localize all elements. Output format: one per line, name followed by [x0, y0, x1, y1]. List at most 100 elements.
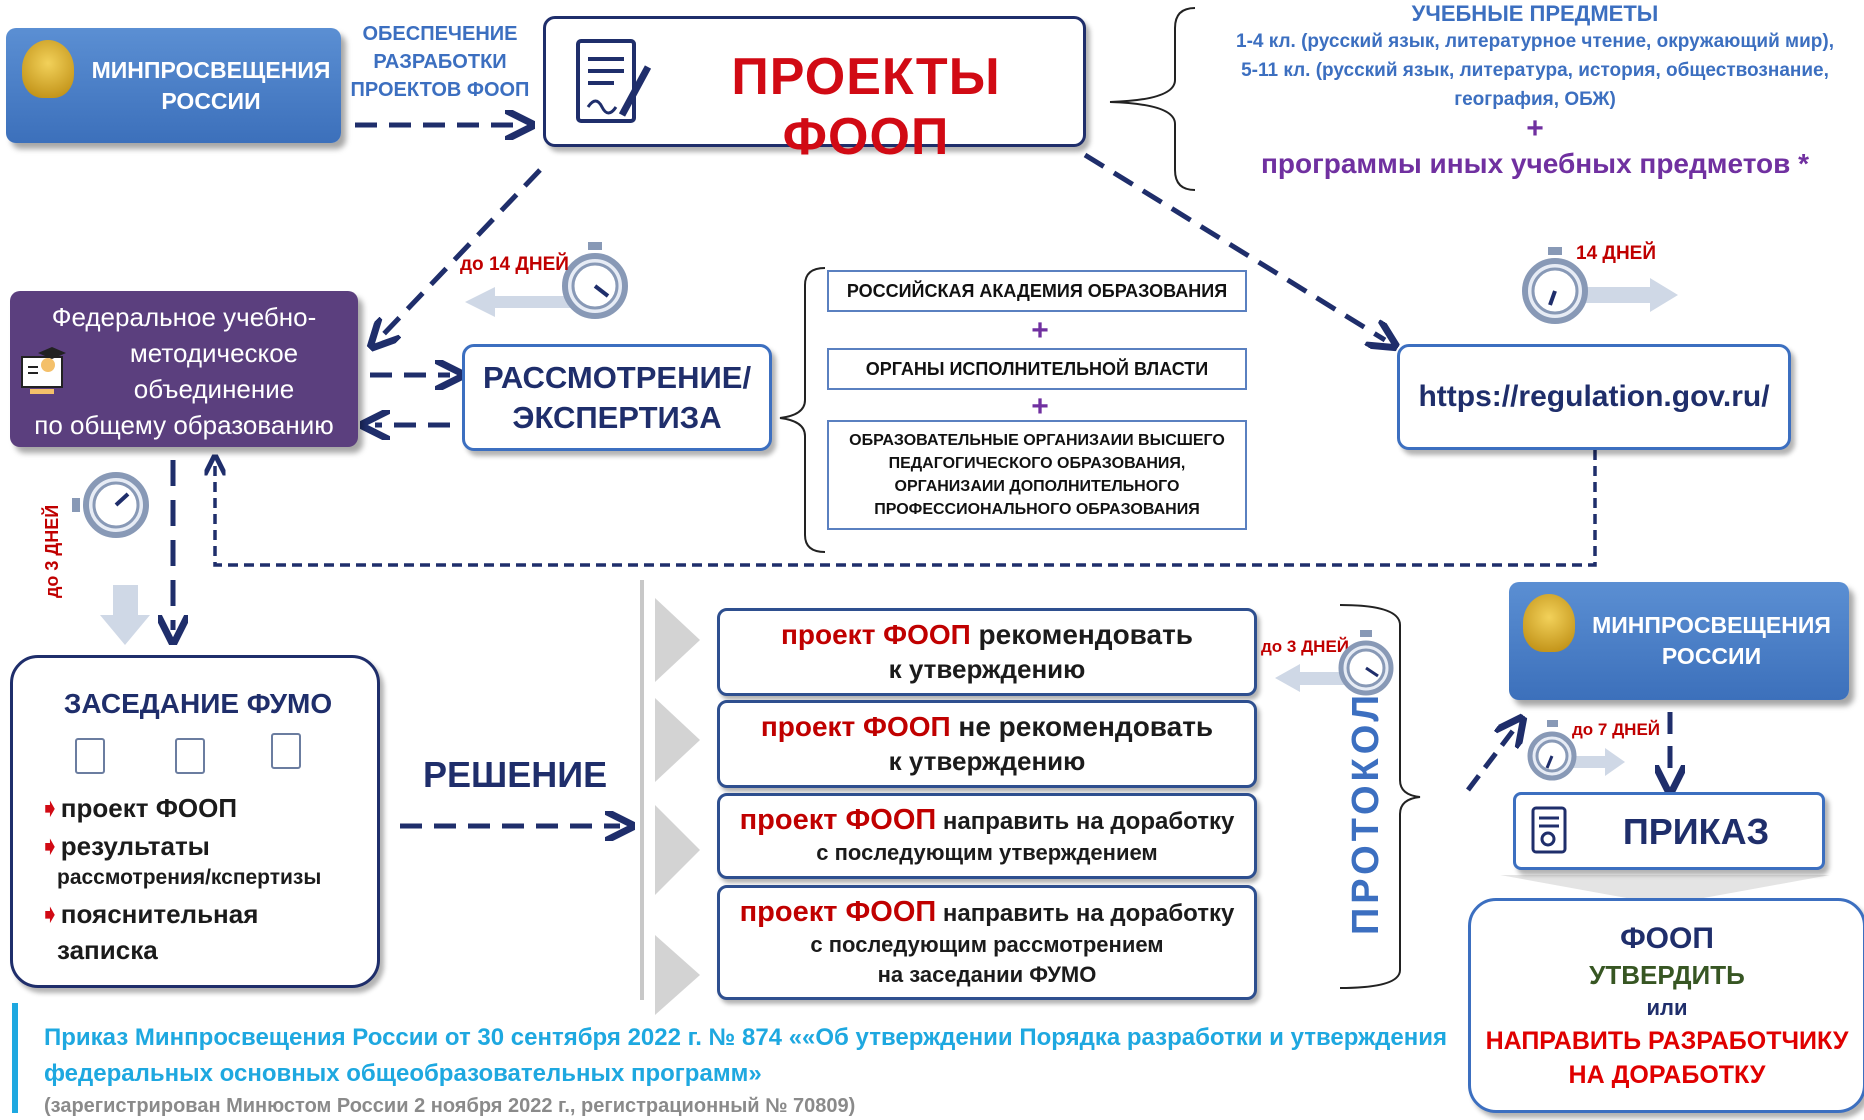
grey-arrow-right-14	[1565, 278, 1678, 312]
arrow-projects-to-regulation	[1083, 152, 1385, 340]
decision-3-red: проект ФООП	[739, 804, 937, 836]
decision-3-line2: с последующим утверждением	[816, 840, 1158, 865]
regulation-box: https://regulation.gov.ru/	[1397, 344, 1791, 450]
decision-1-line2: к утверждению	[888, 654, 1086, 684]
meeting-title: ЗАСЕДАНИЕ ФУМО	[63, 688, 333, 719]
meeting-item3-line1: пояснительная	[60, 899, 259, 929]
review-line2: ЭКСПЕРТИЗА	[512, 399, 722, 435]
order-label: ПРИКАЗ	[1622, 811, 1770, 852]
meeting-box: ЗАСЕДАНИЕ ФУМО ➧проект ФООП ➧результаты …	[10, 655, 380, 988]
expert-org-line4: ПРОФЕССИОНАЛЬНОГО ОБРАЗОВАНИЯ	[874, 501, 1200, 518]
expert-plus-1: +	[1031, 314, 1049, 347]
projects-box: ПРОЕКТЫ ФООП	[543, 16, 1086, 166]
fumo-line4: по общему образованию	[34, 410, 334, 440]
stopwatch-icon-14-right	[1522, 247, 1588, 324]
footer-line2: федеральных основных общеобразовательных…	[44, 1060, 762, 1087]
clipboard-icon-1	[75, 738, 105, 774]
decision-4-line3: на заседании ФУМО	[877, 961, 1097, 987]
fumo-box: Федеральное учебно- методическое объедин…	[10, 291, 358, 447]
footer-block: Приказ Минпросвещения России от 30 сентя…	[44, 1020, 1454, 1120]
arrow-regulation-feedback	[215, 450, 1597, 567]
decision-2-rest: не рекомендовать	[950, 711, 1214, 742]
decision-4-rest: направить на доработку	[936, 899, 1235, 927]
decision-label: РЕШЕНИЕ	[423, 754, 608, 795]
projects-title: ПРОЕКТЫ ФООП	[731, 48, 1001, 166]
expert-org-line2: ПЕДАГОГИЧЕСКОГО ОБРАЗОВАНИЯ,	[888, 455, 1186, 472]
ministry-emblem-icon-bottom	[1523, 594, 1575, 652]
decision-4-line2: с последующим рассмотрением	[810, 931, 1164, 957]
result-line1: ФООП	[1620, 921, 1714, 955]
chevron-1	[655, 598, 700, 682]
footer-accent-bar	[12, 1003, 18, 1113]
deadline-7: до 7 ДНЕЙ	[1572, 720, 1661, 739]
meeting-item2-line2: рассмотрения/кспертизы	[57, 866, 322, 889]
ministry-top-box: МИНПРОСВЕЩЕНИЯ РОССИИ	[6, 28, 341, 143]
deadline-14-left: до 14 ДНЕЙ	[460, 254, 569, 275]
brace-subjects	[1109, 7, 1196, 191]
certificate-icon	[1531, 806, 1567, 854]
expert-org-line3: ОРГАНИЗАИИ ДОПОЛНИТЕЛЬНОГО	[894, 478, 1180, 495]
grey-arrow-down-3	[100, 585, 150, 645]
grey-arrow-left-14	[465, 287, 580, 317]
grey-arrow-left-3	[1275, 664, 1345, 692]
deadline-3-right: до 3 ДНЕЙ	[1261, 637, 1350, 656]
result-line4: НАПРАВИТЬ РАЗРАБОТЧИКУ	[1485, 1026, 1849, 1055]
provision-line1: ОБЕСПЕЧЕНИЕ	[362, 23, 518, 45]
decision-2-line2: к утверждению	[888, 746, 1086, 776]
expert-org-line1: ОБРАЗОВАТЕЛЬНЫЕ ОРГАНИЗАИИ ВЫСШЕГО	[849, 432, 1225, 449]
expert-organizations: ОБРАЗОВАТЕЛЬНЫЕ ОРГАНИЗАИИ ВЫСШЕГО ПЕДАГ…	[827, 420, 1247, 530]
arrow-protocol-to-ministry	[1466, 728, 1515, 792]
review-line1: РАССМОТРЕНИЕ/	[482, 359, 752, 395]
decision-3-rest: направить на доработку	[936, 808, 1235, 835]
expert-academy: РОССИЙСКАЯ АКАДЕМИЯ ОБРАЗОВАНИЯ	[827, 270, 1247, 312]
ministry-top-line2: РОССИИ	[161, 87, 261, 114]
deadline-3-vertical: до 3 ДНЕЙ	[42, 504, 62, 598]
order-box: ПРИКАЗ	[1513, 792, 1825, 870]
footer-line1: Приказ Минпросвещения России от 30 сентя…	[44, 1024, 1447, 1051]
ministry-bottom-line2: РОССИИ	[1661, 643, 1762, 669]
chevron-4	[655, 935, 700, 1015]
subjects-line3: география, ОБЖ)	[1454, 89, 1616, 110]
subjects-plus: +	[1526, 112, 1544, 145]
chevron-2	[655, 698, 700, 782]
result-line3: или	[1646, 994, 1688, 1020]
grey-arrow-right-7	[1565, 748, 1625, 776]
document-pen-icon	[576, 39, 652, 123]
stopwatch-icon-7	[1527, 720, 1577, 781]
subjects-block: УЧЕБНЫЕ ПРЕДМЕТЫ 1-4 кл. (русский язык, …	[1195, 0, 1864, 185]
bullet-icon-2: ➧	[39, 831, 61, 861]
ministry-bottom-box: МИНПРОСВЕЩЕНИЯ РОССИИ	[1509, 582, 1849, 700]
deadline-14-right: 14 ДНЕЙ	[1576, 243, 1656, 264]
decision-box-3: проект ФООП направить на доработку с пос…	[717, 793, 1257, 879]
stopwatch-icon-3-vertical	[72, 472, 149, 538]
meeting-item1: проект ФООП	[60, 793, 238, 823]
clipboard-icon-3	[271, 733, 301, 769]
fumo-line1: Федеральное учебно-	[51, 302, 317, 332]
graduate-computer-icon	[21, 347, 66, 394]
expert-plus-2: +	[1031, 390, 1049, 423]
decision-2-red: проект ФООП	[760, 711, 951, 742]
decision-4-red: проект ФООП	[739, 895, 937, 928]
subjects-other: программы иных учебных предметов *	[1260, 148, 1810, 179]
review-box: РАССМОТРЕНИЕ/ ЭКСПЕРТИЗА	[462, 344, 772, 451]
stopwatch-icon-3-right	[1338, 630, 1394, 696]
order-shadow	[1500, 875, 1830, 905]
meeting-item3-line2: записка	[57, 935, 158, 965]
bullet-icon-3: ➧	[39, 899, 61, 929]
provision-line2: РАЗРАБОТКИ	[373, 51, 507, 73]
subjects-title: УЧЕБНЫЕ ПРЕДМЕТЫ	[1411, 1, 1659, 26]
arrow-projects-to-fumo	[380, 168, 542, 338]
fumo-line3: объединение	[133, 374, 295, 404]
result-box: ФООП УТВЕРДИТЬ или НАПРАВИТЬ РАЗРАБОТЧИК…	[1468, 898, 1864, 1113]
ministry-bottom-line1: МИНПРОСВЕЩЕНИЯ	[1592, 612, 1831, 638]
result-line2: УТВЕРДИТЬ	[1589, 959, 1745, 990]
decision-box-1: проект ФООП рекомендовать к утверждению	[717, 608, 1257, 696]
provision-label: ОБЕСПЕЧЕНИЕ РАЗРАБОТКИ ПРОЕКТОВ ФООП	[345, 18, 535, 106]
regulation-url[interactable]: https://regulation.gov.ru/	[1418, 380, 1770, 413]
brace-decisions	[1339, 604, 1421, 989]
stopwatch-icon-14-left	[562, 242, 628, 319]
provision-line3: ПРОЕКТОВ ФООП	[350, 79, 530, 101]
subjects-line1: 1-4 кл. (русский язык, литературное чтен…	[1236, 31, 1834, 52]
decision-box-2: проект ФООП не рекомендовать к утвержден…	[717, 700, 1257, 788]
